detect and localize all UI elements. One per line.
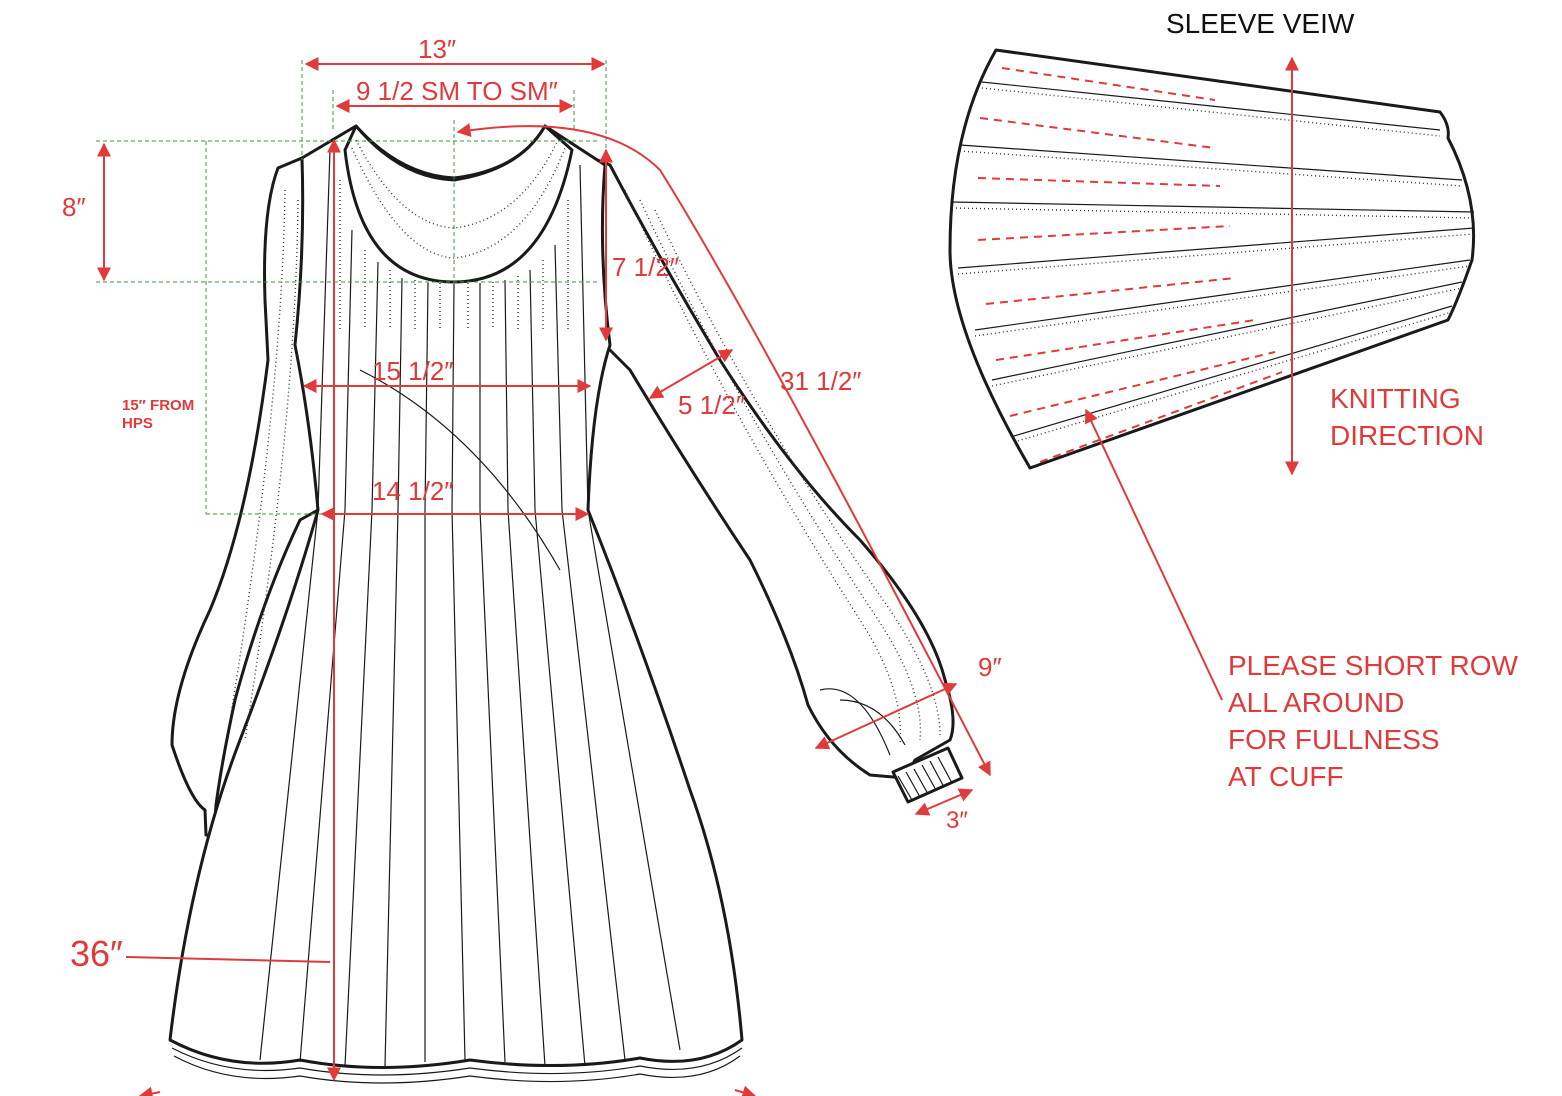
short-row-note-line3: FOR FULLNESS: [1228, 724, 1440, 755]
sleeve-rib-rows: [951, 81, 1475, 443]
label-shoulder-point: 9 1/2 SM TO SM″: [356, 76, 558, 106]
label-across-shoulder: 13″: [418, 34, 456, 64]
hem-band: [171, 1047, 743, 1076]
label-sleeve-bottom: 9″: [978, 652, 1002, 682]
label-cuff-height: 3″: [946, 807, 968, 834]
sleeve-pattern-shape: [948, 48, 1476, 470]
label-armhole-depth: 8″: [62, 192, 86, 222]
label-waist: 14 1/2″: [372, 476, 454, 506]
sleeve-view-title: SLEEVE VEIW: [1166, 8, 1355, 39]
short-row-note-line1: PLEASE SHORT ROW: [1228, 650, 1518, 681]
label-body-length: 36″: [70, 933, 123, 974]
dimension-lines: [97, 57, 991, 1096]
sleeve-view: SLEEVE VEIW: [948, 8, 1518, 792]
short-row-marks: [977, 67, 1283, 463]
short-row-leader: [1085, 408, 1223, 701]
knitting-direction-line1: KNITTING: [1330, 383, 1461, 414]
label-neck-drop: 7 1/2″: [612, 252, 679, 282]
label-chest: 15 1/2″: [372, 356, 454, 386]
short-row-note-line2: ALL AROUND: [1228, 687, 1404, 718]
dim-sleeve-length: [456, 123, 991, 777]
dress-front-view: [168, 124, 964, 1084]
label-sleeve-length: 31 1/2″: [780, 366, 862, 396]
label-waist-from-hps-2: HPS: [122, 415, 153, 432]
left-sleeve: [170, 156, 320, 837]
measurement-labels: 13″ 9 1/2 SM TO SM″ 8″ 7 1/2″ 15 1/2″ 15…: [62, 34, 1002, 974]
short-row-note-line4: AT CUFF: [1228, 761, 1344, 792]
label-bicep: 5 1/2″: [678, 390, 745, 420]
knitting-direction-line2: DIRECTION: [1330, 420, 1484, 451]
dim-cuff-height: [914, 788, 974, 816]
dim-body-length-leader: [125, 956, 331, 963]
dim-sleeve-bottom: [814, 682, 958, 750]
label-waist-from-hps-1: 15″ FROM: [122, 397, 194, 414]
